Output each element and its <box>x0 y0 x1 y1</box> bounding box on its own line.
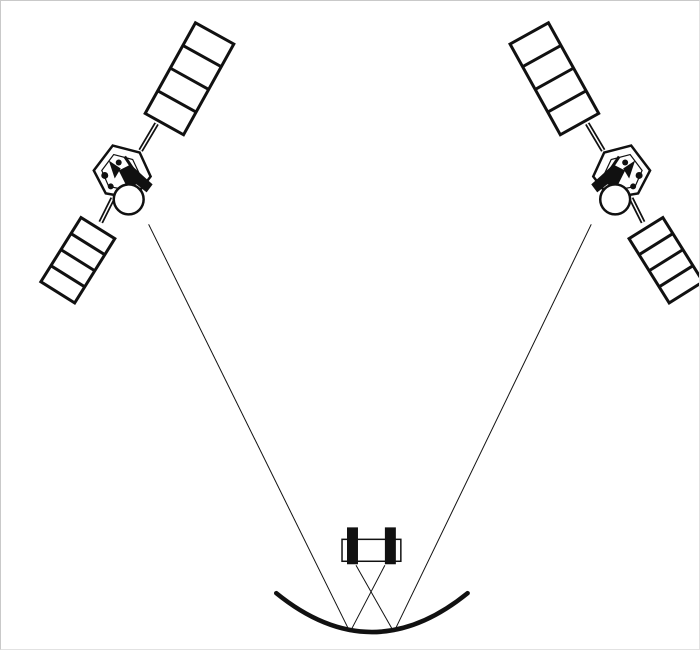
left-signal-beam <box>148 224 351 633</box>
dish-reflector <box>273 590 470 635</box>
right-satellite <box>510 23 699 303</box>
right-reflection-line <box>355 565 395 633</box>
dual-lnb-feed <box>341 527 402 565</box>
left-reflection-line <box>349 565 386 633</box>
left-satellite <box>41 23 234 303</box>
right-signal-beam <box>393 224 592 633</box>
